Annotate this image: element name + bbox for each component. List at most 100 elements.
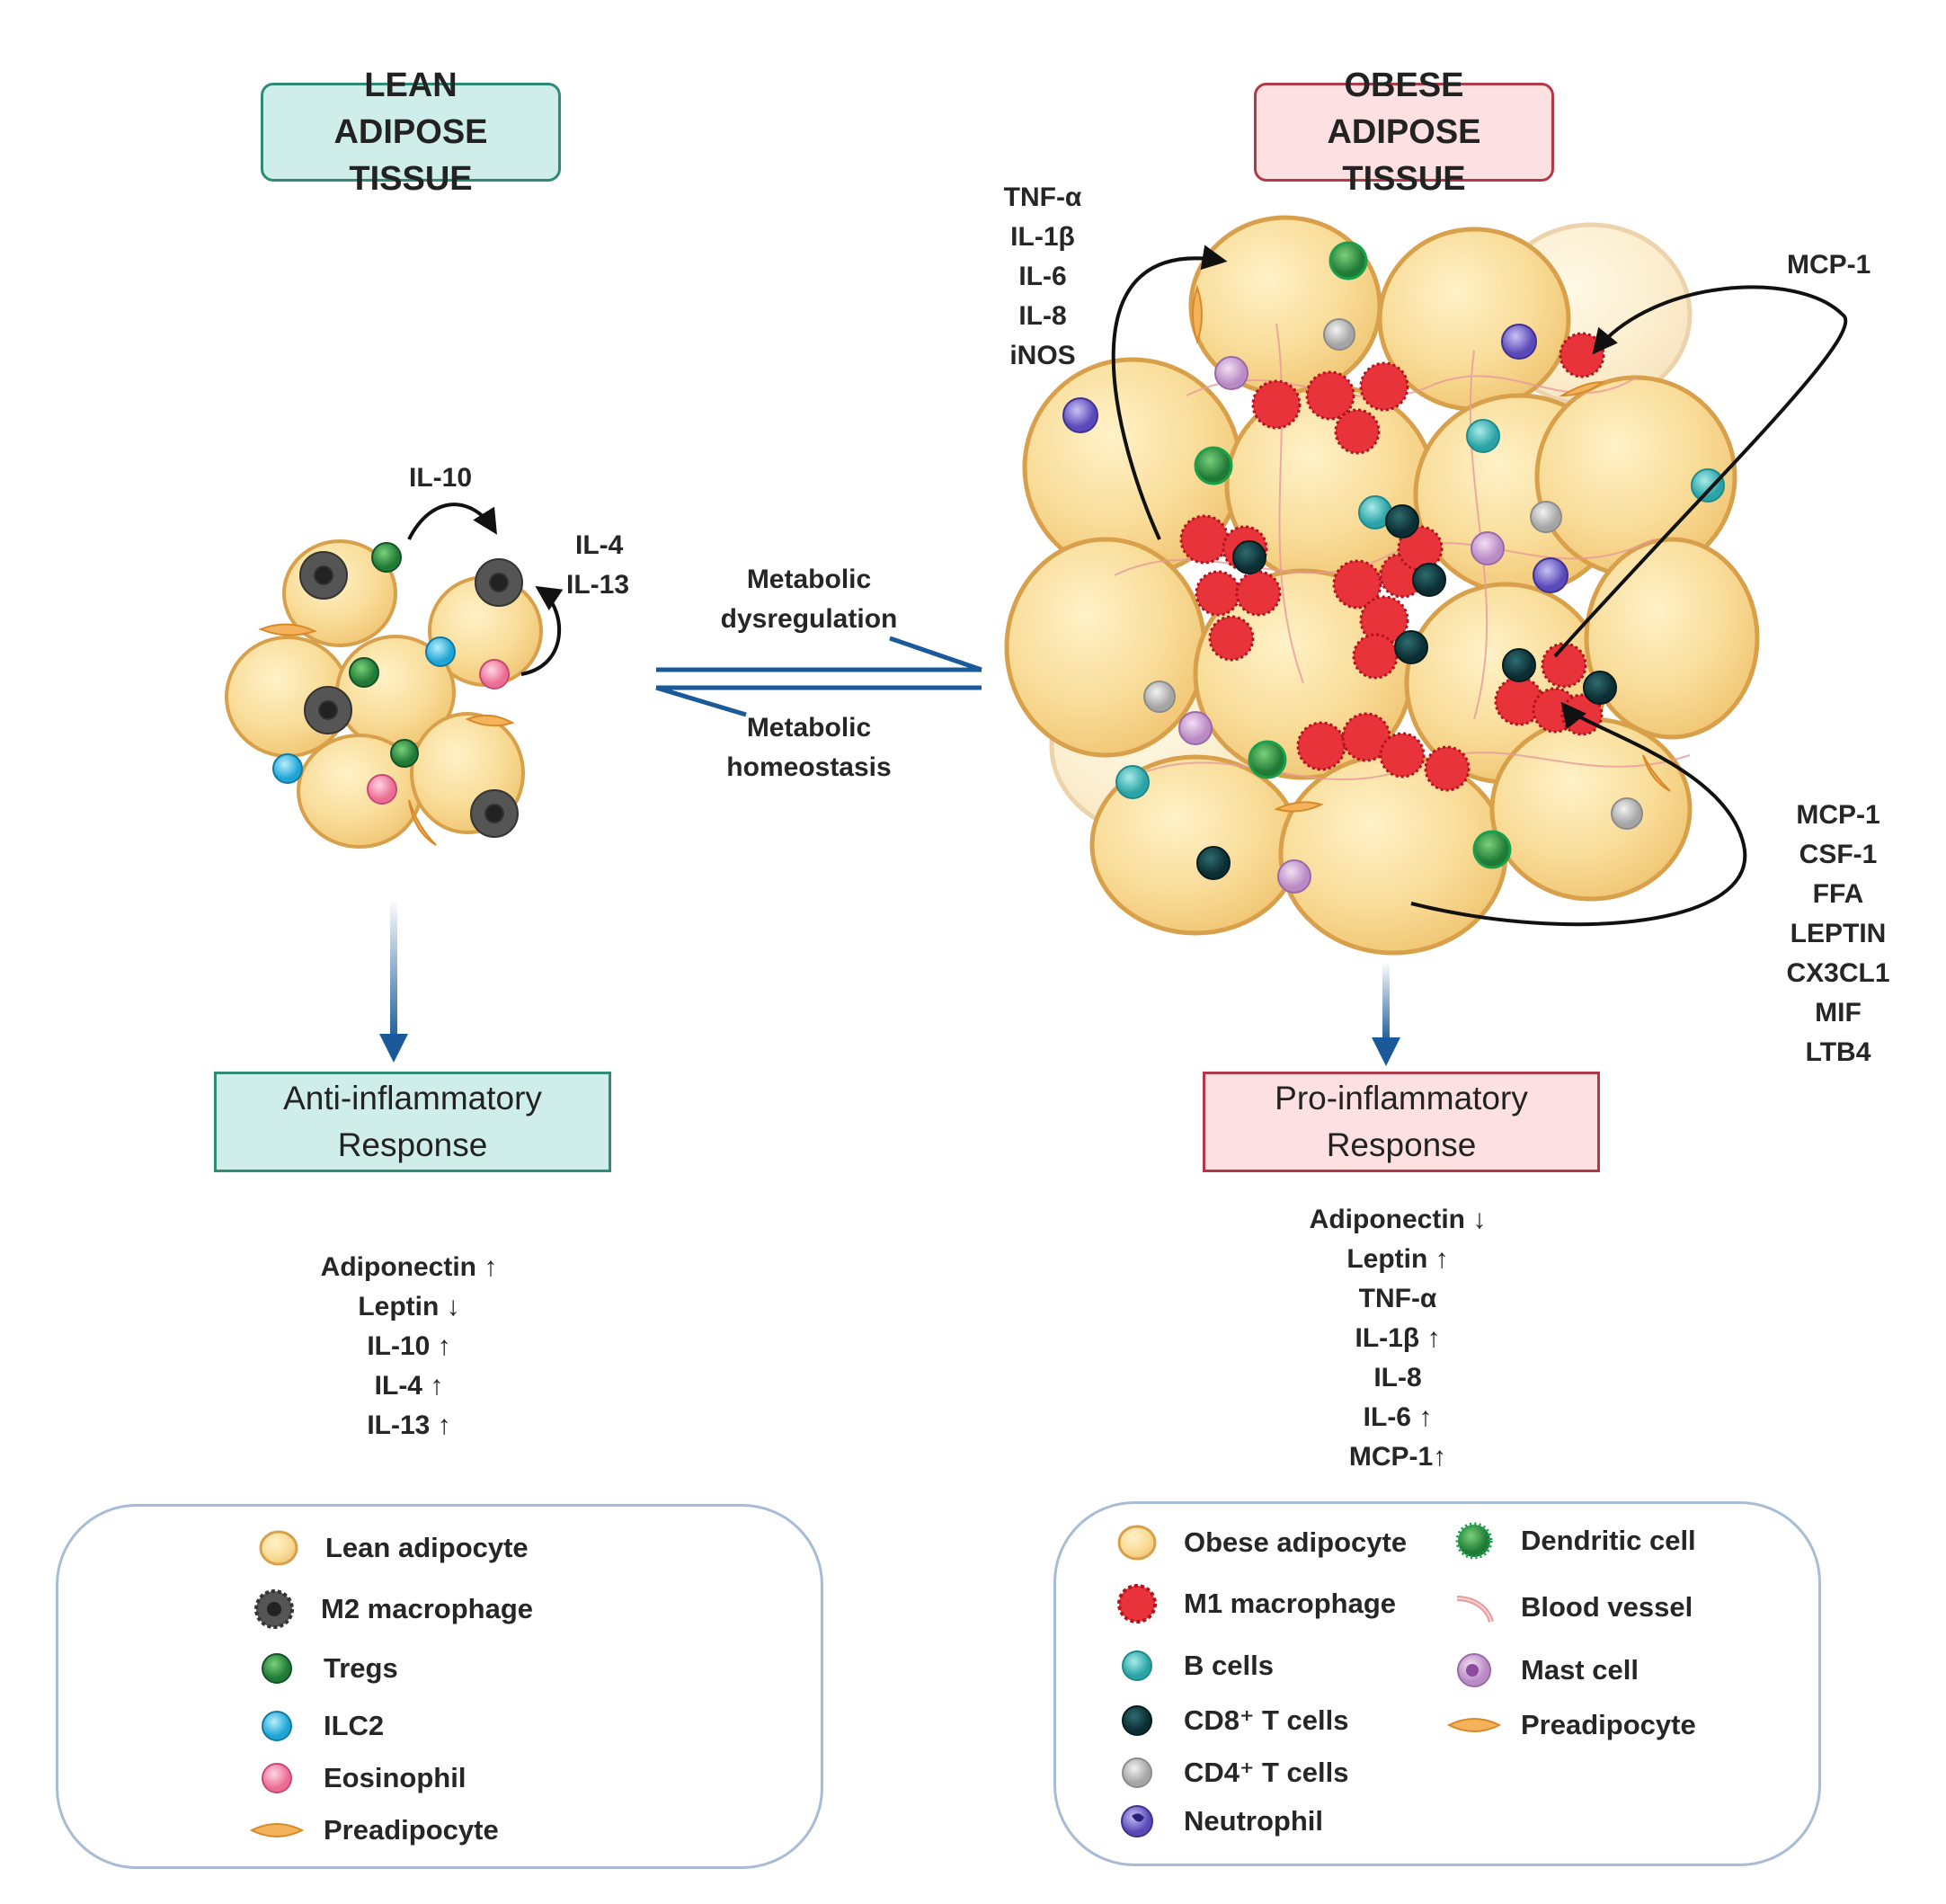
legend-m2-macrophage: M2 macrophage	[247, 1584, 533, 1634]
cytokine-il8: IL-8	[1018, 301, 1067, 331]
cd8-t-cell-icon	[1110, 1695, 1164, 1746]
chemokine-mcp1: MCP-1	[1796, 800, 1880, 830]
obese-marker-list: Adiponectin ↓ Leptin ↑ TNF-α IL-1β ↑ IL-…	[1240, 1200, 1555, 1477]
legend-label: ILC2	[324, 1710, 385, 1741]
obese-tissue-title-text: OBESE ADIPOSE TISSUE	[1327, 67, 1481, 198]
obese-marker-il8: IL-8	[1373, 1363, 1422, 1392]
legend-label: M2 macrophage	[321, 1593, 534, 1624]
chemokine-cx3cl1: CX3CL1	[1786, 958, 1890, 988]
m2-macrophage-icon	[247, 1584, 301, 1634]
obese-tissue-title: OBESE ADIPOSE TISSUE	[1254, 67, 1554, 198]
legend-m1-macrophage: M1 macrophage	[1110, 1579, 1396, 1629]
mast-cell-icon	[1447, 1645, 1501, 1695]
obese-chemokines-right: MCP-1 CSF-1 FFA LEPTIN CX3CL1 MIF LTB4	[1762, 796, 1915, 1072]
obese-marker-il6: IL-6 ↑	[1363, 1402, 1433, 1432]
obese-marker-il1b: IL-1β ↑	[1355, 1323, 1441, 1353]
lean-tissue-title-text: LEAN ADIPOSE TISSUE	[333, 67, 488, 198]
reverse-label-text: Metabolic homeostasis	[726, 713, 892, 782]
legend-label: Neutrophil	[1184, 1805, 1323, 1837]
legend-label: B cells	[1184, 1650, 1274, 1681]
dendritic-cell-icon	[1447, 1516, 1501, 1566]
legend-label: CD8⁺ T cells	[1184, 1704, 1349, 1736]
legend-label: CD4⁺ T cells	[1184, 1757, 1349, 1788]
legend-obese-preadipocyte: Preadipocyte	[1446, 1700, 1696, 1750]
chemokine-leptin: LEPTIN	[1790, 919, 1887, 948]
lean-marker-leptin: Leptin ↓	[358, 1292, 460, 1321]
legend-blood-vessel: Blood vessel	[1447, 1582, 1693, 1633]
cytokine-il6: IL-6	[1018, 262, 1067, 291]
lean-marker-list: Adiponectin ↑ Leptin ↓ IL-10 ↑ IL-4 ↑ IL…	[252, 1248, 566, 1446]
eosinophil-icon	[250, 1753, 304, 1803]
lean-marker-il13: IL-13 ↑	[367, 1410, 451, 1440]
lean-marker-adiponectin: Adiponectin ↑	[320, 1252, 498, 1282]
mcp1-top-label: MCP-1	[1787, 250, 1871, 280]
cd4-t-cell-icon	[1110, 1748, 1164, 1798]
neutrophil-icon	[1110, 1796, 1164, 1846]
lean-down-arrow	[379, 899, 408, 1063]
legend-eosinophil: Eosinophil	[250, 1753, 466, 1803]
forward-label-text: Metabolic dysregulation	[720, 565, 898, 634]
anti-inflammatory-response-box: Anti-inflammatory Response	[214, 1072, 611, 1172]
lean-tissue-cluster	[225, 539, 543, 849]
cytokine-inos: iNOS	[1009, 341, 1076, 370]
m1-macrophage-icon	[1110, 1579, 1164, 1629]
obese-marker-tnf: TNF-α	[1358, 1284, 1437, 1313]
metabolic-homeostasis-label: Metabolic homeostasis	[701, 708, 917, 787]
obese-marker-adiponectin: Adiponectin ↓	[1309, 1205, 1487, 1234]
lean-cytokine-arrows	[407, 503, 564, 676]
legend-cd8-t-cells: CD8⁺ T cells	[1110, 1695, 1349, 1746]
legend-cd4-t-cells: CD4⁺ T cells	[1110, 1748, 1349, 1798]
legend-label: Mast cell	[1521, 1654, 1639, 1686]
legend-b-cells: B cells	[1110, 1641, 1274, 1691]
b-cell-icon	[1110, 1641, 1164, 1691]
legend-lean-adipocyte: Lean adipocyte	[252, 1523, 529, 1573]
pro-inflammatory-response-label: Pro-inflammatory Response	[1275, 1080, 1528, 1163]
obese-down-arrow	[1372, 962, 1400, 1066]
ilc2-icon	[250, 1701, 304, 1751]
preadipocyte-icon	[249, 1805, 305, 1855]
lean-tissue-title: LEAN ADIPOSE TISSUE	[261, 67, 561, 198]
preadipocyte-icon	[1446, 1700, 1502, 1750]
metabolic-dysregulation-label: Metabolic dysregulation	[701, 560, 917, 639]
legend-label: Dendritic cell	[1521, 1525, 1696, 1556]
legend-label: Preadipocyte	[1521, 1709, 1696, 1740]
il13-label: IL-13	[566, 570, 630, 600]
legend-dendritic-cell: Dendritic cell	[1447, 1516, 1696, 1566]
blood-vessel-icon	[1447, 1582, 1501, 1633]
legend-lean-preadipocyte: Preadipocyte	[249, 1805, 499, 1855]
anti-inflammatory-response-label: Anti-inflammatory Response	[283, 1080, 542, 1163]
legend-tregs: Tregs	[250, 1643, 398, 1694]
legend-label: Obese adipocyte	[1184, 1526, 1408, 1558]
lean-marker-il10: IL-10 ↑	[367, 1331, 451, 1361]
obese-legend	[1053, 1501, 1821, 1866]
lean-marker-il4: IL-4 ↑	[374, 1371, 444, 1401]
il10-label: IL-10	[409, 463, 473, 493]
lean-legend	[56, 1504, 823, 1869]
il4-label: IL-4	[575, 530, 624, 560]
legend-obese-adipocyte: Obese adipocyte	[1110, 1517, 1407, 1568]
m2-macrophages	[299, 551, 523, 838]
adipocyte-icon	[1110, 1517, 1164, 1568]
adipocyte-icon	[252, 1523, 306, 1573]
cytokine-tnf: TNF-α	[1003, 182, 1082, 212]
legend-mast-cell: Mast cell	[1447, 1645, 1639, 1695]
obese-marker-mcp1: MCP-1↑	[1348, 1442, 1447, 1472]
chemokine-csf1: CSF-1	[1799, 840, 1878, 869]
legend-label: Blood vessel	[1521, 1591, 1693, 1623]
treg-icon	[250, 1643, 304, 1694]
pro-inflammatory-response-box: Pro-inflammatory Response	[1203, 1072, 1600, 1172]
legend-ilc2: ILC2	[250, 1701, 384, 1751]
obese-cytokine-arrows	[1111, 245, 1848, 927]
legend-neutrophil: Neutrophil	[1110, 1796, 1323, 1846]
chemokine-ltb4: LTB4	[1805, 1037, 1871, 1067]
cytokine-il1b: IL-1β	[1010, 222, 1075, 252]
obese-marker-leptin: Leptin ↑	[1346, 1244, 1449, 1274]
legend-label: M1 macrophage	[1184, 1588, 1397, 1619]
m1-macrophages	[1179, 332, 1605, 792]
equilibrium-arrows	[655, 636, 982, 717]
legend-label: Eosinophil	[324, 1762, 467, 1793]
legend-label: Lean adipocyte	[325, 1532, 529, 1563]
legend-label: Tregs	[324, 1652, 398, 1684]
chemokine-mif: MIF	[1815, 998, 1862, 1028]
chemokine-ffa: FFA	[1812, 879, 1864, 909]
